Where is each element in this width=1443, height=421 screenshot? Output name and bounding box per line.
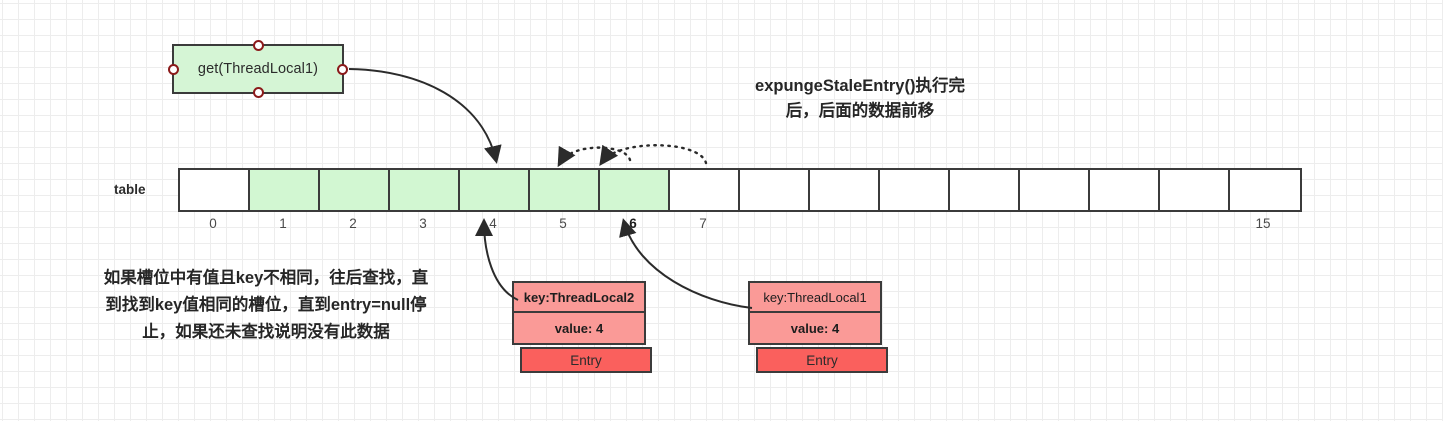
- table-index-label-0: 0: [209, 216, 217, 231]
- table-index-label-4: 4: [489, 216, 497, 231]
- shift-arrow-7-to-6: [599, 144, 708, 166]
- table-cell-14[interactable]: [1160, 170, 1230, 210]
- arrow-get-to-slot4: [348, 68, 502, 164]
- table-index-row: 0 1 2 3 4 5 6 7 15: [178, 216, 1298, 238]
- table-index-label-2: 2: [349, 216, 357, 231]
- table-cell-10[interactable]: [880, 170, 950, 210]
- process-box-label: get(ThreadLocal1): [197, 61, 319, 77]
- table-cell-8[interactable]: [740, 170, 810, 210]
- connector-dot-top[interactable]: [252, 40, 264, 51]
- table-cell-0[interactable]: [180, 170, 250, 210]
- table-cell-13[interactable]: [1090, 170, 1160, 210]
- table-index-label-15: 15: [1255, 216, 1271, 231]
- diagram-title-line2: 后，后面的数据前移: [785, 102, 935, 120]
- entry-right-value: value: 4: [748, 313, 882, 345]
- explanation-note-line1: 如果槽位中有值且key不相同，往后查找，直: [103, 269, 429, 287]
- table-label: table: [114, 182, 146, 197]
- entry-right-key: key:ThreadLocal1: [748, 281, 882, 313]
- table-index-label-3: 3: [419, 216, 427, 231]
- table-cell-4[interactable]: [460, 170, 530, 210]
- table-cell-1[interactable]: [250, 170, 320, 210]
- table-cell-9[interactable]: [810, 170, 880, 210]
- connector-dot-bottom[interactable]: [252, 87, 264, 98]
- table-cell-3[interactable]: [390, 170, 460, 210]
- entry-box-left[interactable]: key:ThreadLocal2 value: 4 Entry: [512, 281, 652, 373]
- table-cell-7[interactable]: [670, 170, 740, 210]
- table-index-label-1: 1: [279, 216, 287, 231]
- diagram-title-line1: expungeStaleEntry()执行完: [755, 77, 965, 95]
- connector-dot-left[interactable]: [168, 63, 179, 75]
- table-row: [178, 168, 1302, 212]
- shift-arrow-6-to-5: [557, 145, 632, 168]
- entry-left-value: value: 4: [512, 313, 646, 345]
- explanation-note-line3: 止，如果还未查找说明没有此数据: [142, 323, 390, 341]
- table-cell-6[interactable]: [600, 170, 670, 210]
- entry-left-tag: Entry: [520, 347, 652, 373]
- connector-dot-right[interactable]: [337, 63, 348, 75]
- table-index-label-6: 6: [629, 216, 637, 231]
- table-cell-11[interactable]: [950, 170, 1020, 210]
- table-index-label-5: 5: [559, 216, 567, 231]
- entry-right-tag: Entry: [756, 347, 888, 373]
- explanation-note: 如果槽位中有值且key不相同，往后查找，直 到找到key值相同的槽位，直到ent…: [46, 265, 486, 346]
- table-cell-5[interactable]: [530, 170, 600, 210]
- table-index-label-7: 7: [699, 216, 707, 231]
- explanation-note-line2: 到找到key值相同的槽位，直到entry=null停: [105, 296, 427, 314]
- process-box-get-threadlocal1[interactable]: get(ThreadLocal1): [168, 40, 348, 98]
- table-cell-12[interactable]: [1020, 170, 1090, 210]
- table-cell-15[interactable]: [1230, 170, 1300, 210]
- entry-left-key: key:ThreadLocal2: [512, 281, 646, 313]
- entry-box-right[interactable]: key:ThreadLocal1 value: 4 Entry: [748, 281, 888, 373]
- diagram-title: expungeStaleEntry()执行完 后，后面的数据前移: [700, 74, 1020, 124]
- table-cell-2[interactable]: [320, 170, 390, 210]
